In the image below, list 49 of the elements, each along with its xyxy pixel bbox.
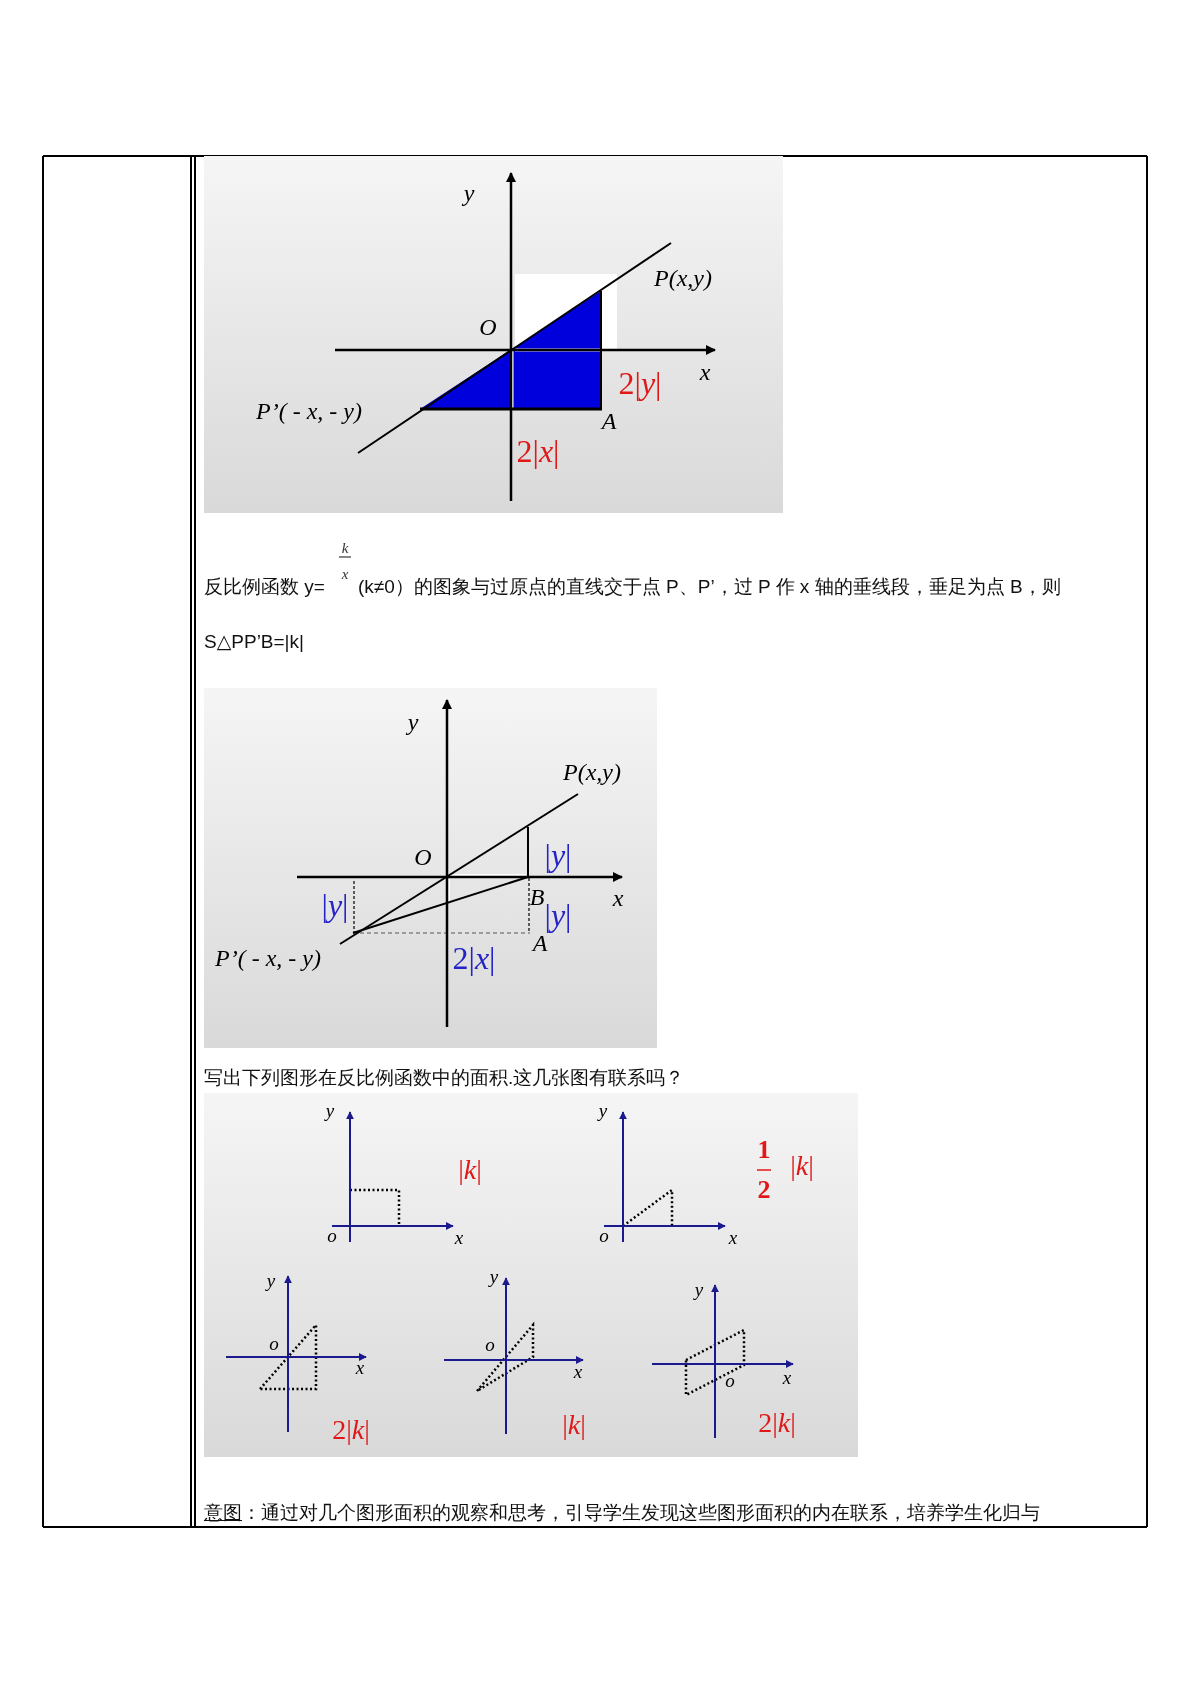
origin-label: o: [599, 1225, 609, 1245]
axis-label: y: [407, 710, 419, 734]
axis-label: y: [598, 1100, 608, 1120]
length-label: 2|x|: [452, 942, 496, 974]
point-label: P’( - x, - y): [215, 946, 321, 970]
text-line: 反比例函数 y=: [204, 577, 325, 596]
text-line: ：通过对几个图形面积的观察和思考，引导学生发现这些图形面积的内在联系，培养学生化归与: [242, 1503, 1040, 1522]
length-label: |y|: [544, 899, 572, 931]
origin-label: o: [327, 1225, 337, 1245]
fraction-denominator: 2: [757, 1177, 771, 1203]
axis-label: x: [728, 1227, 738, 1247]
length-label: 2|x|: [516, 435, 560, 467]
area-label: |k|: [458, 1156, 482, 1184]
text-line: (k≠0）的图象与过原点的直线交于点 P、P’，过 P 作 x 轴的垂线段，垂足为点 B，则: [358, 577, 1061, 596]
fraction-denominator: x: [341, 566, 349, 582]
axis-label: y: [694, 1279, 704, 1299]
point-label: P(x,y): [563, 760, 621, 784]
area-label: |k|: [562, 1411, 586, 1439]
axis-label: x: [454, 1227, 464, 1247]
axis-label: x: [573, 1361, 583, 1381]
point-label: A: [532, 931, 548, 955]
area-label: 2|k|: [758, 1409, 796, 1437]
axis-label: y: [463, 181, 475, 205]
axis-label: x: [355, 1357, 365, 1377]
origin-label: O: [479, 315, 497, 339]
point-label: B: [529, 885, 545, 909]
area-label: |k|: [790, 1152, 814, 1180]
area-label: 2|k|: [332, 1416, 370, 1444]
axis-label: x: [699, 360, 711, 384]
formula-text: S△PP’B=|k|: [204, 632, 304, 651]
axis-label: y: [489, 1266, 499, 1286]
heading-text: 意图: [204, 1503, 242, 1522]
fraction-numerator: 1: [757, 1137, 771, 1163]
axis-label: x: [612, 886, 624, 910]
question-text: 写出下列图形在反比例函数中的面积.这几张图有联系吗？: [204, 1068, 685, 1087]
point-label: P(x,y): [654, 266, 712, 290]
origin-label: o: [485, 1334, 495, 1354]
length-label: |y|: [544, 839, 572, 871]
length-label: |y|: [321, 889, 349, 921]
point-label: P’( - x, - y): [256, 399, 362, 423]
axis-label: y: [325, 1100, 335, 1120]
length-label: 2|y|: [618, 367, 662, 399]
axis-label: y: [266, 1270, 276, 1290]
origin-label: O: [414, 845, 432, 869]
origin-label: o: [725, 1370, 735, 1390]
axis-label: x: [782, 1367, 792, 1387]
point-label: A: [601, 409, 617, 433]
fraction-numerator: k: [341, 540, 349, 556]
origin-label: o: [269, 1333, 279, 1353]
